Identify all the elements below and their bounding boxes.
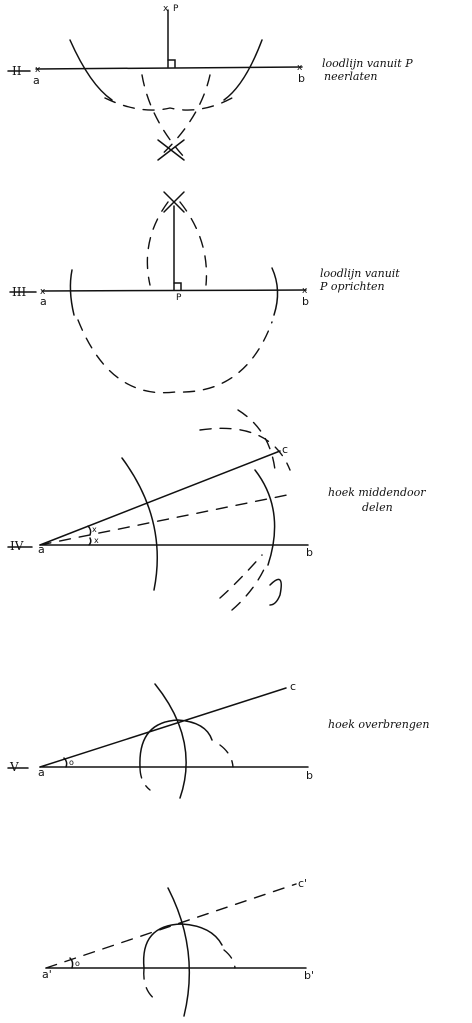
figure-ii-right-angle [167,59,176,68]
figure-vi-ray-ac [45,883,297,969]
figure-iv-arc-b [269,578,282,606]
figure-ii-cross-a: x [35,65,41,75]
figure-v-point-c: c [290,680,296,693]
figure-v-arc-small [139,719,213,768]
figure-iii-point-b: b [302,295,309,308]
figure-ii-line-ab [35,66,303,70]
figure-iii-arc-right [271,267,279,316]
figure-ii-arc-right [223,39,263,101]
figure-iii-caption-1: loodlijn vanuit [320,267,400,280]
figure-ii-dashed-arc-a [141,74,186,159]
figure-iii-dashed-arc-right [179,201,208,286]
figure-v-dashed-small-1 [139,766,151,791]
figure-iv-dashed-bottom [219,554,263,599]
figure-iii-right-angle [173,282,182,291]
figure-vi-arc-main [167,887,191,1017]
figure-iii-cross-b: x [302,286,308,296]
figure-iv-dashed-top [199,427,291,471]
figure-iv-point-b: b [306,546,313,559]
figure-v-point-a: a [38,766,45,779]
figure-iv-angle-mark-1 [87,525,92,536]
figure-iv-angle-x-2: x [94,536,99,545]
figure-iii-dashed-big-arc [77,319,273,394]
figure-iii-cross-a: x [40,287,46,297]
figure-v-angle-dot: o [69,758,74,767]
figure-vi-arc-small [142,923,223,969]
figure-iv-numeral: IV [10,539,24,553]
figure-ii: II x a x b x P loodlijn vanuit P neerlat… [7,4,413,161]
figure-v-dashed-small-2 [219,744,234,768]
figure-iv: IV a b c x x hoek middendoor delen [7,409,426,611]
figure-iv-point-c: c [282,443,288,456]
figure-vi-point-b: b' [304,969,314,982]
figure-v-point-b: b [306,769,313,782]
figure-vi-angle-mark [69,957,74,969]
figure-v-angle-mark [63,757,68,768]
figure-iii-arc-left [69,269,75,316]
figure-iv-point-a: a [38,543,45,556]
figure-ii-point-a: a [33,74,40,87]
figure-v: V a b c o hoek overbrengen [7,680,430,799]
figure-iii-dashed-arc-left [146,201,169,286]
figure-ii-dashed-arc-outer [104,97,233,111]
figure-iv-arc-c [254,469,276,566]
figure-v-numeral: V [9,760,19,774]
figure-iv-caption-2: delen [362,501,393,514]
figure-iv-dashed-top2 [237,409,276,471]
figure-ii-intersect-2 [157,139,185,161]
figure-iii: III x a x b P loodlijn vanuit P oprichte… [9,191,400,394]
figure-v-arc-main [154,683,187,799]
figure-iii-point-a: a [40,295,47,308]
figure-ii-point-b: b [298,72,305,85]
figure-ii-caption-1: loodlijn vanuit P [322,57,413,70]
figure-vi-point-a: a' [42,968,52,981]
figure-vi-point-c: c' [298,877,307,890]
figure-iv-dashed-bottom2 [231,564,267,611]
figure-ii-cross-b: x [297,63,303,73]
figure-iv-arc-main [121,457,159,591]
figure-vi-dashed-small-1 [143,967,157,1001]
figure-ii-point-p: P [173,4,179,14]
figure-v-ray-ac [39,687,287,768]
figure-iv-caption-1: hoek middendoor [328,486,426,499]
figure-iv-ray-ac [39,450,281,546]
figure-vi-angle-dot: o [75,959,80,968]
figure-iv-angle-mark-2 [88,537,92,546]
figure-ii-cross-p: x [163,4,169,14]
figure-iii-intersect-2 [163,191,185,213]
figure-vi-dashed-small-2 [223,949,236,969]
figure-ii-dashed-arc-b [157,74,211,159]
figure-vi: a' b' c' o [42,877,314,1017]
figure-ii-arc-left [69,39,113,101]
figure-iv-angle-x-1: x [92,525,97,534]
figure-iv-bisector [39,493,293,546]
figure-iii-point-p: P [176,293,182,303]
figure-iii-caption-2: P oprichten [319,280,385,293]
figure-v-caption: hoek overbrengen [328,718,430,731]
figure-ii-caption-2: neerlaten [324,70,377,83]
